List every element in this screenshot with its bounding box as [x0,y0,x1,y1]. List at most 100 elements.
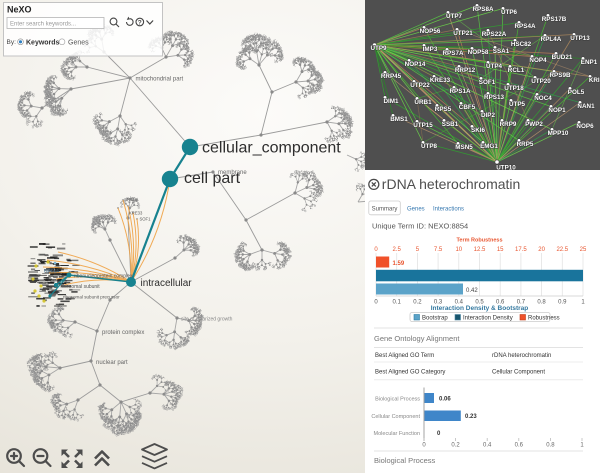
svg-text:0.23: 0.23 [465,414,477,420]
svg-text:NOP1: NOP1 [548,107,566,114]
svg-text:RPS8A: RPS8A [473,6,494,13]
svg-text:Interactions: Interactions [433,207,464,213]
svg-text:22.5: 22.5 [556,247,568,253]
svg-text:SOF1: SOF1 [479,79,496,86]
svg-text:PWP2: PWP2 [525,121,543,128]
svg-text:?: ? [138,20,142,27]
svg-text:5: 5 [416,247,420,253]
svg-text:Robustness: Robustness [528,315,560,321]
svg-text:NOP58: NOP58 [468,49,489,56]
svg-text:UTP20: UTP20 [531,78,551,85]
svg-text:UTP7: UTP7 [446,13,463,20]
svg-text:0.2: 0.2 [413,300,422,306]
svg-text:RPS22A: RPS22A [482,31,507,38]
svg-text:Molecular Function: Molecular Function [374,431,420,437]
svg-text:RRP45: RRP45 [381,73,402,80]
svg-text:0.6: 0.6 [515,443,524,449]
svg-text:25: 25 [580,247,587,253]
svg-text:mitochondrial part: mitochondrial part [136,77,184,83]
svg-text:0.2: 0.2 [451,443,460,449]
svg-text:Interaction Density: Interaction Density [463,315,513,321]
svg-text:UTP18: UTP18 [504,85,524,92]
svg-text:SSB1: SSB1 [442,121,459,128]
svg-text:0.4: 0.4 [483,443,492,449]
svg-text:Summary: Summary [372,207,398,213]
svg-text:CBF5: CBF5 [459,104,476,111]
svg-text:17.5: 17.5 [515,247,527,253]
svg-text:Term Robustness: Term Robustness [456,238,502,244]
svg-text:1: 1 [580,443,584,449]
svg-text:RPL4A: RPL4A [541,36,562,43]
svg-text:intracellular: intracellular [141,278,193,289]
svg-text:7.5: 7.5 [434,247,443,253]
svg-text:By:: By: [7,39,17,46]
svg-text:Best Aligned GO Term: Best Aligned GO Term [375,353,434,359]
svg-text:POL5: POL5 [568,89,585,96]
svg-text:MPP10: MPP10 [548,130,569,137]
svg-text:NeXO: NeXO [7,5,32,15]
svg-text:Interaction Density & Bootstra: Interaction Density & Bootstrap [431,305,529,312]
svg-text:RPS13: RPS13 [484,94,504,101]
svg-text:RPS5: RPS5 [435,106,452,113]
svg-text:0: 0 [374,300,378,306]
svg-text:nuclear part: nuclear part [96,360,128,366]
svg-text:SSA1: SSA1 [493,48,510,55]
svg-text:10: 10 [455,247,462,253]
svg-text:RPS1A: RPS1A [450,88,471,95]
svg-text:0: 0 [374,247,378,253]
svg-text:20: 20 [538,247,545,253]
svg-text:URB1: URB1 [414,99,432,106]
svg-text:15: 15 [497,247,504,253]
svg-text:Biological Process: Biological Process [374,456,436,465]
svg-text:RPS1A: RPS1A [44,269,60,274]
svg-text:ribosomal subunit: ribosomal subunit [61,284,101,290]
svg-text:UTP6: UTP6 [501,9,518,16]
svg-text:rDNA heterochromatin: rDNA heterochromatin [492,353,551,359]
svg-text:NOP6: NOP6 [576,123,594,130]
svg-text:Genes: Genes [407,207,425,213]
svg-text:Cellular Component: Cellular Component [492,370,545,376]
svg-text:NOP4: NOP4 [529,57,547,64]
svg-text:Keywords: Keywords [26,39,60,46]
svg-text:0.8: 0.8 [537,300,546,306]
svg-text:NOP56: NOP56 [420,28,441,35]
svg-text:0.42: 0.42 [466,288,478,294]
svg-text:RCL5: RCL5 [127,197,138,202]
svg-text:UTP4: UTP4 [486,63,503,70]
svg-text:KRE33: KRE33 [129,211,143,216]
svg-text:KRE33: KRE33 [430,77,451,84]
svg-text:DIM1: DIM1 [383,98,399,105]
svg-text:2.5: 2.5 [393,247,402,253]
svg-text:MSN5: MSN5 [455,144,473,151]
svg-text:UTP5: UTP5 [509,101,526,108]
svg-text:RRP9: RRP9 [500,121,517,128]
svg-text:SKI6: SKI6 [471,127,485,134]
svg-text:Gene Ontology Alignment: Gene Ontology Alignment [374,334,460,343]
svg-text:NOC4: NOC4 [534,95,552,102]
svg-text:0.8: 0.8 [546,443,555,449]
svg-text:0.06: 0.06 [439,397,451,403]
svg-text:cellular_component: cellular_component [202,139,341,156]
svg-text:UTP8: UTP8 [421,143,438,150]
svg-text:RPS7A: RPS7A [443,50,464,57]
svg-text:12.5: 12.5 [474,247,486,253]
svg-text:Enter search keywords...: Enter search keywords... [10,22,76,28]
svg-text:rDNA heterochromatin: rDNA heterochromatin [382,176,521,192]
svg-text:UTP22: UTP22 [410,82,430,89]
svg-text:0: 0 [437,431,441,437]
svg-text:KRI1: KRI1 [589,77,600,84]
svg-text:0.1: 0.1 [393,300,402,306]
svg-text:ENP1: ENP1 [581,59,598,66]
svg-text:ribosomal subunit precursor: ribosomal subunit precursor [63,295,120,300]
svg-text:UTP13: UTP13 [570,35,590,42]
svg-text:ribonucleoprotein complex: ribonucleoprotein complex [74,274,133,280]
svg-text:RPS9B: RPS9B [550,72,571,79]
svg-text:0.9: 0.9 [558,300,567,306]
svg-text:0: 0 [422,443,426,449]
svg-text:Unique Term ID: NEXO:8854: Unique Term ID: NEXO:8854 [372,221,468,230]
svg-text:UTP15: UTP15 [413,122,433,129]
svg-text:protein complex: protein complex [102,330,144,336]
svg-text:RRP5: RRP5 [517,141,534,148]
svg-text:HSC82: HSC82 [511,41,532,48]
svg-text:BMS1: BMS1 [390,116,408,123]
